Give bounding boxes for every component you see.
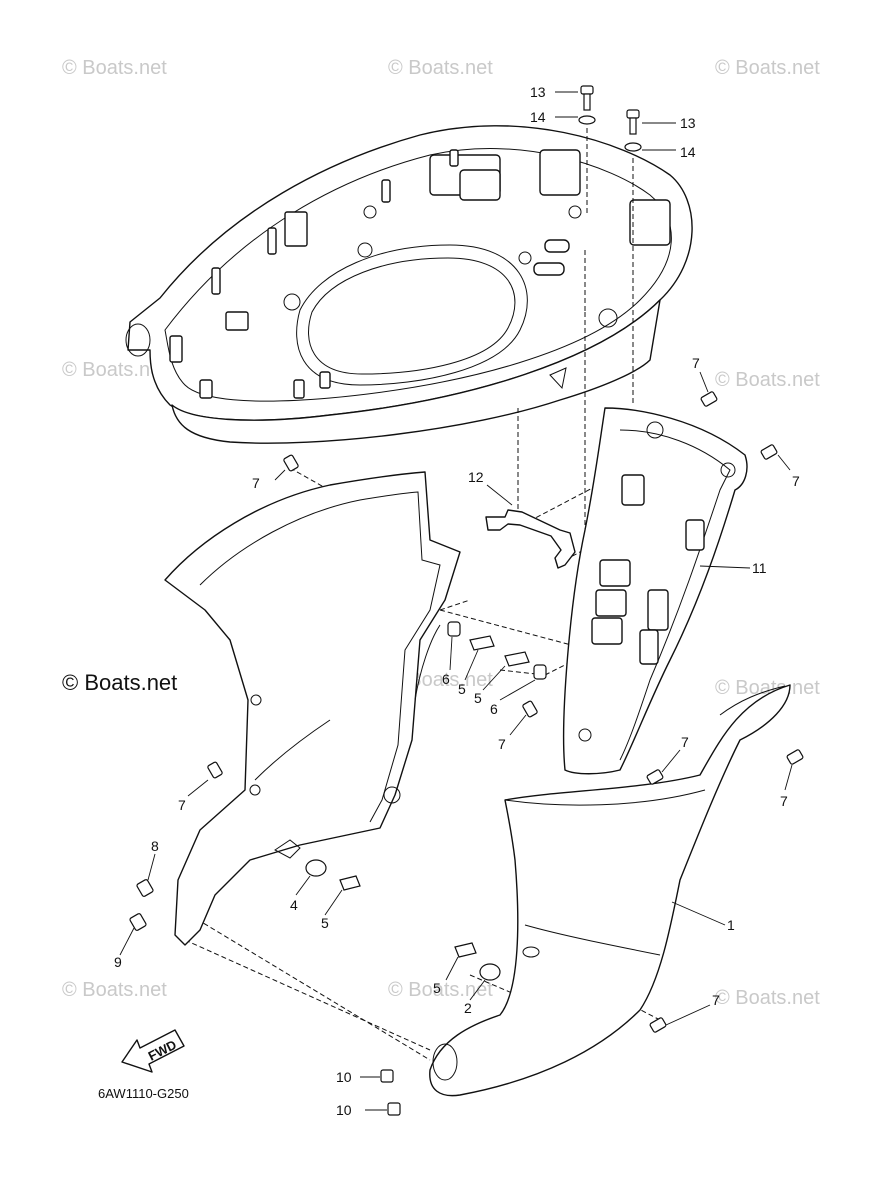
callout-7e: 7: [178, 797, 186, 813]
fwd-label: FWD: [146, 1037, 179, 1064]
watermark-1: © Boats.net: [62, 57, 167, 79]
watermark-8: © Boats.net: [715, 677, 820, 699]
watermark-4: © Boats.net: [62, 359, 167, 381]
watermark-2: © Boats.net: [388, 57, 493, 79]
callout-10a: 10: [336, 1069, 352, 1085]
callout-5d: 5: [433, 980, 441, 996]
callout-7g: 7: [712, 992, 720, 1008]
callout-9: 9: [114, 954, 122, 970]
hardware: [129, 85, 804, 1116]
callout-7d: 7: [498, 736, 506, 752]
callout-13b: 13: [680, 115, 696, 131]
callout-5b: 5: [474, 690, 482, 706]
callout-14a: 14: [530, 109, 546, 125]
watermark-10: © Boats.net: [388, 979, 493, 1001]
callout-5a: 5: [458, 681, 466, 697]
watermark-11: © Boats.net: [715, 987, 820, 1009]
callout-13a: 13: [530, 84, 546, 100]
watermark-3: © Boats.net: [715, 57, 820, 79]
watermark-main: © Boats.net: [62, 670, 177, 695]
callout-2: 2: [464, 1000, 472, 1016]
diagram-code: 6AW1110-G250: [98, 1086, 189, 1101]
leader-lines: [119, 91, 793, 1111]
fwd-arrow: FWD: [121, 1029, 185, 1073]
callout-5c: 5: [321, 915, 329, 931]
part-12-bracket: [485, 509, 576, 569]
part-1-lower-cover: [429, 684, 791, 1097]
callout-7a: 7: [692, 355, 700, 371]
callouts: 13 14 13 14 7 7 7 12 11 6 5 5 6 7 7 7 7 …: [114, 84, 800, 1118]
watermark-6: © Boats.net: [715, 369, 820, 391]
callout-6b: 6: [490, 701, 498, 717]
watermark-9: © Boats.net: [62, 979, 167, 1001]
callout-10b: 10: [336, 1102, 352, 1118]
bottom-cowling-tray: [125, 125, 693, 444]
callout-6a: 6: [442, 671, 450, 687]
callout-7b: 7: [252, 475, 260, 491]
callout-7h: 7: [780, 793, 788, 809]
part-11-side-cover: [563, 407, 748, 775]
callout-1: 1: [727, 917, 735, 933]
callout-12: 12: [468, 469, 484, 485]
callout-11: 11: [752, 560, 767, 576]
callout-7c: 7: [792, 473, 800, 489]
callout-14b: 14: [680, 144, 696, 160]
callout-7f: 7: [681, 734, 689, 750]
callout-4: 4: [290, 897, 298, 913]
left-upper-cover: [164, 471, 461, 946]
callout-8: 8: [151, 838, 159, 854]
